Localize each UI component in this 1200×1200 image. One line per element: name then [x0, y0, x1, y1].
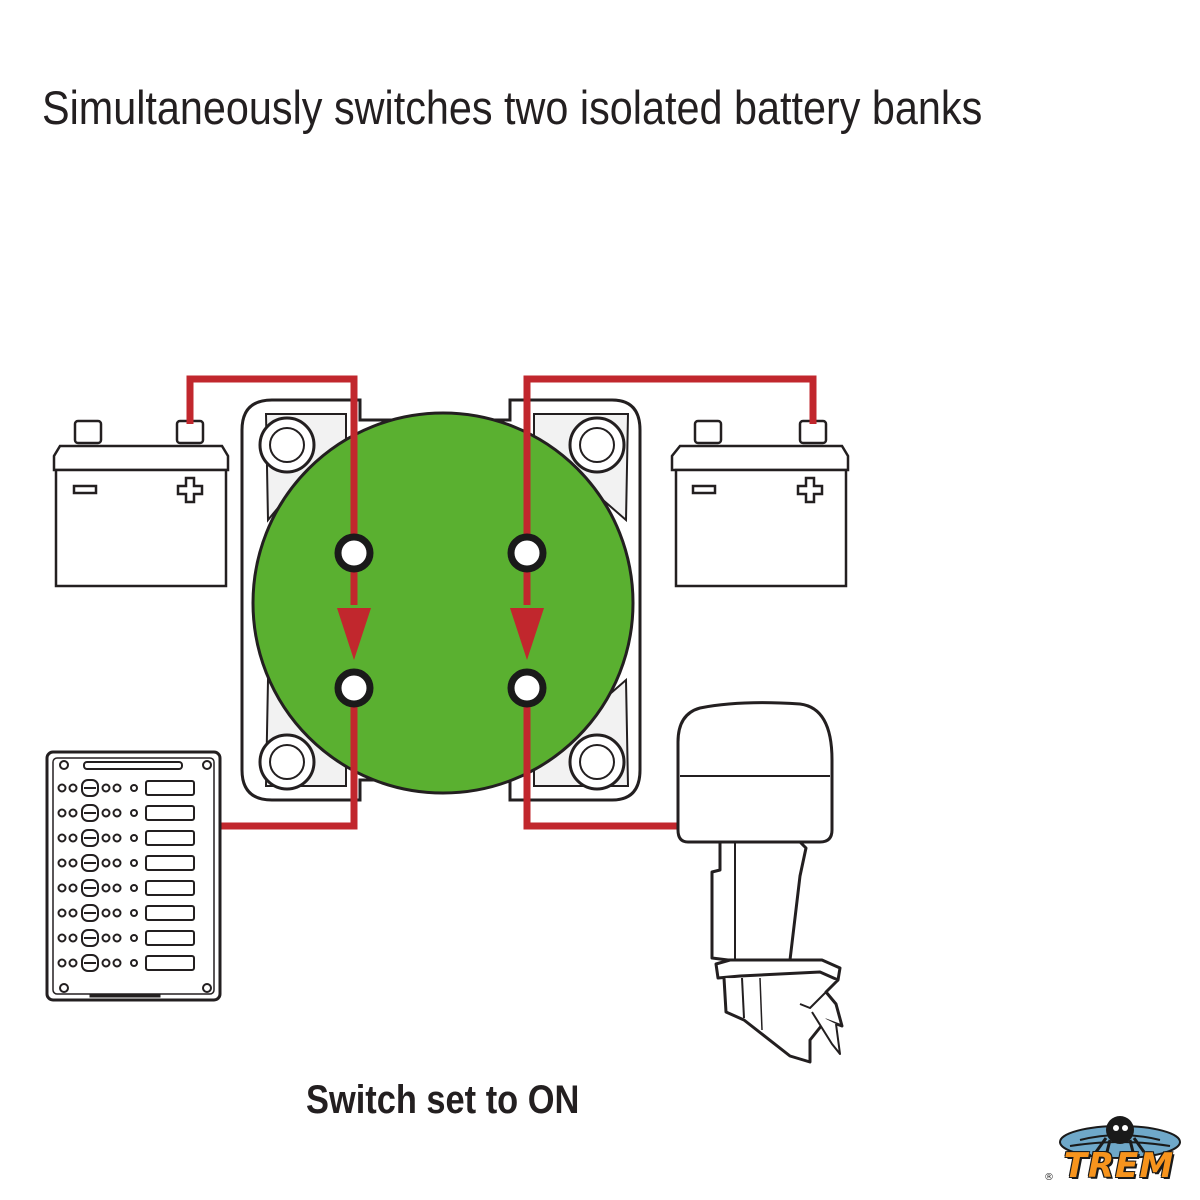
switch-face-on	[251, 411, 635, 795]
panel-breaker-row	[57, 804, 195, 822]
terminal-left-out	[334, 668, 374, 708]
arrow-left	[337, 608, 371, 660]
terminals	[334, 533, 547, 708]
terminal-right-in	[507, 533, 547, 573]
panel-breaker-row	[57, 779, 195, 797]
flow-arrows	[337, 608, 544, 660]
switch-state-caption: Switch set to ON	[306, 1078, 580, 1122]
panel-breaker-row	[57, 954, 195, 972]
terminal-left-in	[334, 533, 374, 573]
wire-left-load	[220, 688, 358, 830]
wire-right-battery	[523, 375, 817, 550]
arrow-right	[510, 608, 544, 660]
battery-switch-icon	[240, 398, 642, 802]
wire-right-load	[523, 688, 680, 830]
panel-breaker-row	[57, 904, 195, 922]
wiring	[186, 375, 817, 830]
battery-icon	[670, 419, 850, 588]
outboard-motor-icon	[676, 701, 844, 1064]
terminal-right-out	[507, 668, 547, 708]
panel-breaker-row	[57, 929, 195, 947]
trem-logo-icon	[1059, 1116, 1181, 1159]
battery-icon	[52, 419, 230, 588]
diagram-title: Simultaneously switches two isolated bat…	[42, 81, 983, 134]
wire-left-battery	[186, 375, 358, 550]
panel-breaker-row	[57, 854, 195, 872]
switch-panel-icon	[45, 750, 222, 1002]
panel-breaker-row	[57, 879, 195, 897]
trem-logo-text: TREM	[1063, 1146, 1175, 1186]
registered-mark: ®	[1044, 1172, 1054, 1183]
panel-breaker-row	[57, 829, 195, 847]
